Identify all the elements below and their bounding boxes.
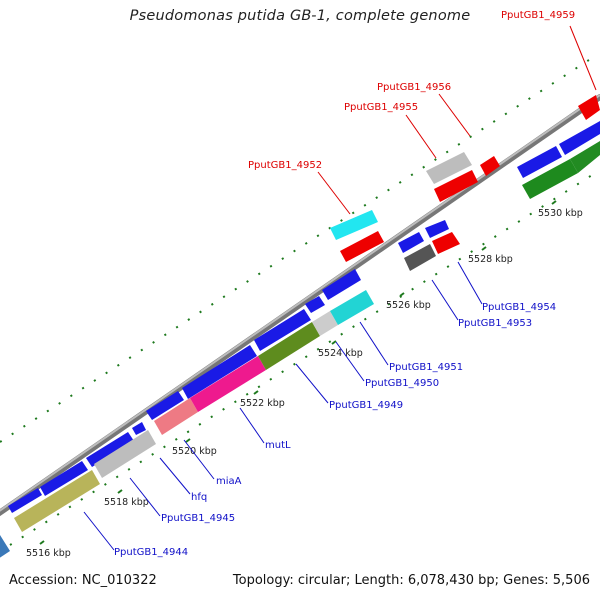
tick-label: 5518 kbp [104,497,149,508]
major-tick [117,489,123,494]
feature-bar [190,356,266,412]
gene-arrow [86,432,134,467]
leader-line [317,171,351,215]
leader-line [457,261,483,305]
feature-bar [0,535,10,558]
leader-line [295,363,329,404]
map-title: Pseudomonas putida GB-1, complete genome [129,8,471,24]
leader-line [159,457,191,495]
gene-arrow [8,488,42,513]
leader-line [83,511,115,551]
genome-summary-text: Topology: circular; Length: 6,078,430 bp… [232,573,590,588]
leader-line [183,439,215,480]
tick-label: 5524 kbp [318,348,363,359]
gene-labels: PputGB1_4952PputGB1_4955PputGB1_4956Pput… [83,10,597,558]
gene-label-top: PputGB1_4956 [377,82,451,93]
gene-arrow [517,146,562,178]
tick-label: 5526 kbp [386,300,431,311]
gene-arrow [132,422,146,435]
leader-line [569,25,597,91]
gene-label-bottom: PputGB1_4944 [114,547,188,558]
tick-label: 5528 kbp [468,254,513,265]
feature-bar [94,430,156,478]
leader-line [239,407,265,444]
gene-label-bottom: miaA [216,476,242,487]
gene-label-bottom: mutL [265,440,291,451]
feature-bar [154,398,198,435]
leader-line [405,114,437,159]
tick-label: 5522 kbp [240,398,285,409]
feature-bar [570,141,600,173]
feature-bar [432,232,460,254]
gene-label-bottom: PputGB1_4954 [482,302,556,313]
gene-arrow [425,220,449,238]
gene-arrow [322,269,361,300]
leader-line [129,477,161,517]
gene-label-top: PputGB1_4959 [501,10,575,21]
leader-line [438,93,471,137]
major-tick [253,390,259,395]
gene-label-top: PputGB1_4952 [248,160,322,171]
leader-line [359,321,389,366]
gene-label-top: PputGB1_4955 [344,102,418,113]
major-tick [399,292,405,297]
gene-arrow [40,461,88,496]
gene-arrow [254,309,311,351]
tick-label: 5530 kbp [538,208,583,219]
gene-label-bottom: PputGB1_4949 [329,400,403,411]
forward-genes [8,121,600,513]
major-tick [551,200,557,205]
accession-text: Accession: NC_010322 [9,573,157,588]
upper-tick-row [0,57,593,443]
axis-ticks: 5516 kbp 5518 kbp 5520 kbp 5522 kbp 5524 kbp… [26,200,583,559]
gene-arrow [398,232,424,253]
gene-arrow [340,231,384,262]
gene-arrow [434,170,478,202]
gene-arrow [305,296,325,313]
feature-bar [258,322,320,370]
major-tick [331,340,337,345]
gene-arrow [330,210,378,240]
feature-bar [14,470,100,532]
gene-arrow [480,156,500,176]
gene-arrow [426,152,472,184]
feature-bar [312,311,338,336]
major-tick [185,438,191,443]
tick-label: 5520 kbp [172,446,217,457]
gene-arrow [578,95,600,120]
reverse-genes [330,95,600,262]
gene-label-bottom: PputGB1_4953 [458,318,532,329]
gene-label-bottom: PputGB1_4950 [365,378,439,389]
lower-tick-row [9,169,600,546]
feature-bar [404,244,436,271]
feature-bar [330,290,374,325]
feature-bars [0,141,600,558]
gene-label-bottom: PputGB1_4951 [389,362,463,373]
gene-label-bottom: PputGB1_4945 [161,513,235,524]
major-tick [39,540,45,545]
gene-arrow [559,121,600,155]
gene-arrow [182,345,257,399]
gene-label-bottom: hfq [191,492,207,503]
leader-line [431,279,459,321]
major-tick [481,246,487,251]
leader-line [335,341,365,382]
gene-arrow [146,391,184,420]
feature-bar [522,159,578,199]
tick-label: 5516 kbp [26,548,71,559]
